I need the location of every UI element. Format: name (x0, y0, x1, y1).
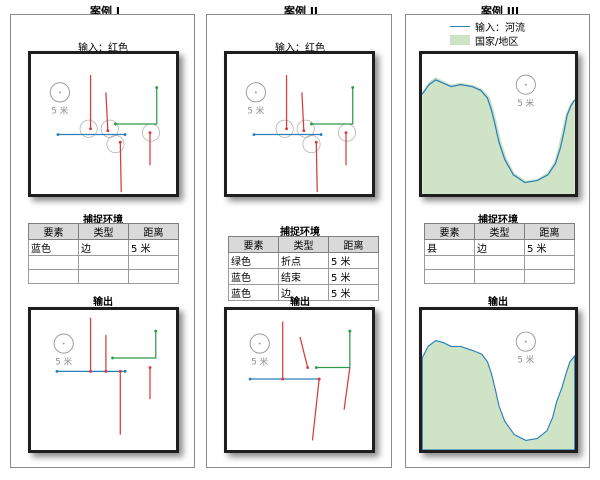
case-3-legend: 输入：河流 国家/地区 (450, 19, 525, 48)
col-header: 类型 (278, 236, 329, 253)
col-header: 距离 (328, 236, 379, 253)
case-2-output-label: 输出 (290, 297, 310, 308)
snap-circle (275, 119, 294, 138)
col-header: 距离 (128, 223, 179, 240)
snap-radius-label: 5 米 (247, 104, 264, 116)
col-header: 类型 (78, 223, 129, 240)
snap-radius-label: 5 米 (51, 104, 68, 116)
river-swatch (450, 25, 470, 27)
col-header: 类型 (474, 223, 525, 240)
snap-circle (79, 119, 98, 138)
green-line (311, 87, 354, 125)
case-1-input-map: 5 米 (28, 51, 179, 197)
col-header: 要素 (228, 236, 279, 253)
table-row (28, 255, 179, 270)
case-1-output-label: 输出 (93, 297, 113, 308)
red-line (105, 92, 109, 131)
red-line (311, 378, 320, 441)
green-line (316, 331, 351, 369)
green-line (112, 331, 157, 359)
case-3-input-map: 5 米 (419, 51, 578, 197)
table-row (424, 269, 575, 284)
case-2-snap-title: 捕捉环境 (280, 227, 320, 238)
snap-radius-center (58, 91, 61, 94)
legend-country-label: 国家/地区 (475, 36, 519, 48)
snap-radius-label: 5 米 (517, 354, 534, 366)
snap-circle (106, 135, 125, 154)
snap-radius-circle (49, 82, 70, 103)
snap-radius-label: 5 米 (55, 356, 72, 368)
col-header: 要素 (28, 223, 79, 240)
table-row (424, 255, 575, 270)
red-line (119, 142, 122, 193)
country-swatch (450, 35, 470, 45)
case-1-output-map: 5 米 (28, 307, 179, 453)
red-line (343, 367, 351, 410)
red-line (299, 336, 309, 368)
green-line (115, 87, 158, 125)
snap-radius-label: 5 米 (251, 356, 268, 368)
table-row (28, 269, 179, 284)
case-3-output-label: 输出 (488, 297, 508, 308)
case-1-input-label: 输入：红色 (78, 43, 128, 54)
country-polygon (422, 340, 575, 450)
case-3-snap-title: 捕捉环境 (478, 215, 518, 226)
case-2-output-map: 5 米 (224, 307, 375, 453)
red-line (315, 142, 318, 193)
case-3-output-map: 5 米 (419, 307, 578, 453)
country-polygon (422, 77, 575, 194)
legend-river-label: 输入：河流 (475, 22, 525, 34)
river-line (422, 79, 575, 184)
case-2-input-label: 输入：红色 (275, 43, 325, 54)
red-line (301, 92, 305, 131)
case-1-snap-title: 捕捉环境 (83, 215, 123, 226)
snap-circle (302, 135, 321, 154)
col-header: 距离 (524, 223, 575, 240)
col-header: 要素 (424, 223, 475, 240)
snap-radius-label: 5 米 (517, 97, 534, 109)
case-2-input-map: 5 米 (224, 51, 375, 197)
